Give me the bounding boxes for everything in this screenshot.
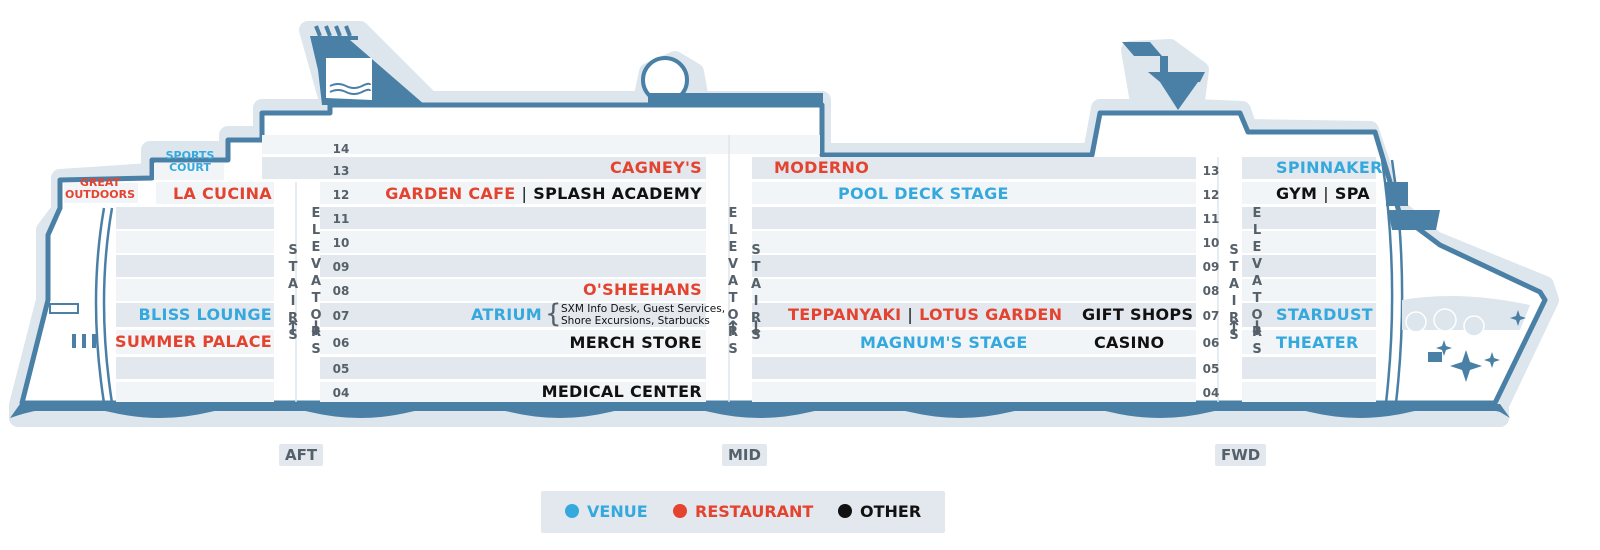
splash-academy-label: SPLASH ACADEMY xyxy=(533,184,702,203)
deck-number-fwd: 05 xyxy=(1202,362,1220,376)
mid-tag: MID xyxy=(722,444,767,466)
cagneys-label: CAGNEY'S xyxy=(610,158,702,177)
aft-elevators-down-arrow-icon: ↓ xyxy=(307,316,325,340)
bridge-windows xyxy=(1386,182,1440,230)
great-outdoors-label: GREAT OUTDOORS xyxy=(64,176,135,201)
restaurant-dot-icon xyxy=(673,504,687,518)
shaft-lines xyxy=(295,135,1219,402)
bliss-lounge-label: BLISS LOUNGE xyxy=(138,305,272,324)
deck-number-fwd: 06 xyxy=(1202,336,1220,350)
deck-number-mid: 06 xyxy=(332,336,350,350)
medical-center-label: MEDICAL CENTER xyxy=(541,382,702,401)
spa-label: SPA xyxy=(1334,184,1370,203)
gym-label: GYM xyxy=(1276,184,1318,203)
deck-number-fwd: 07 xyxy=(1202,309,1220,323)
fwd-tag: FWD xyxy=(1215,444,1267,466)
deck-number-fwd: 10 xyxy=(1202,236,1220,250)
deck12-mid-row: GARDEN CAFE | SPLASH ACADEMY xyxy=(385,184,702,204)
deck12-fwd-row: GYM | SPA xyxy=(1276,184,1370,204)
deck-number-fwd: 13 xyxy=(1202,164,1220,178)
divider: | xyxy=(521,184,528,203)
aft-tag: AFT xyxy=(279,444,324,466)
ship-mast xyxy=(1122,42,1205,110)
deck-number-mid: 13 xyxy=(332,164,350,178)
stardust-label: STARDUST xyxy=(1276,305,1374,324)
atrium-services-note: SXM Info Desk, Guest Services,Shore Excu… xyxy=(561,303,726,327)
logo-waves xyxy=(329,82,371,95)
ship-hull-outline xyxy=(19,102,1548,406)
sports-court-label: SPORTS COURT xyxy=(165,149,215,174)
spinnaker-label: SPINNAKER xyxy=(1276,158,1383,177)
deck-number-mid: 04 xyxy=(332,386,350,400)
deck-number-mid: 09 xyxy=(332,260,350,274)
bow-bubbles xyxy=(1405,308,1485,337)
other-dot-icon xyxy=(838,504,852,518)
theater-label: THEATER xyxy=(1276,333,1359,352)
lotus-garden-label: LOTUS GARDEN xyxy=(919,305,1063,324)
fwd-elevators-down-arrow-icon: ↓ xyxy=(1248,316,1266,340)
ncl-logo: NCL xyxy=(329,62,369,82)
atrium-brace: { xyxy=(545,299,562,329)
deck-number-mid: 05 xyxy=(332,362,350,376)
stern-window xyxy=(49,303,79,314)
fwd-stairs-up-arrow-icon: ↑ xyxy=(1225,316,1243,340)
deck-bands xyxy=(64,135,1376,402)
deck-number-mid: 10 xyxy=(332,236,350,250)
magnums-stage-label: MAGNUM'S STAGE xyxy=(860,333,1028,352)
atrium-label: ATRIUM xyxy=(470,305,542,324)
deck-number-mid: 12 xyxy=(332,188,350,202)
stern-curve xyxy=(94,207,114,404)
deck-number-fwd: 04 xyxy=(1202,386,1220,400)
waterline xyxy=(20,404,1500,411)
venue-dot-icon xyxy=(565,504,579,518)
garden-cafe-label: GARDEN CAFE xyxy=(385,184,516,203)
aft-stairs-up-arrow-icon: ↑ xyxy=(284,316,302,340)
pool-deck-stage-label: POOL DECK STAGE xyxy=(838,184,1009,203)
deck7-center-row: TEPPANYAKI | LOTUS GARDEN xyxy=(788,305,1062,325)
legend-restaurant: RESTAURANT xyxy=(673,502,813,522)
divider: | xyxy=(1323,184,1329,203)
merch-store-label: MERCH STORE xyxy=(569,333,702,352)
deck-number-mid: 07 xyxy=(332,309,350,323)
summer-palace-label: SUMMER PALACE xyxy=(115,332,272,351)
deck-number-mid: 14 xyxy=(332,142,350,156)
teppanyaki-label: TEPPANYAKI xyxy=(788,305,902,324)
moderno-label: MODERNO xyxy=(774,158,870,177)
legend-venue: VENUE xyxy=(565,502,648,522)
deck-number-fwd: 09 xyxy=(1202,260,1220,274)
la-cucina-label: LA CUCINA xyxy=(172,184,272,203)
deck-number-mid: 08 xyxy=(332,284,350,298)
deck-number-mid: 11 xyxy=(332,212,350,226)
casino-label: CASINO xyxy=(1094,333,1165,352)
mid-elevators-up-arrow-icon: ↑ xyxy=(724,316,742,340)
mid-stairs-down-arrow-icon: ↓ xyxy=(747,316,765,340)
divider: | xyxy=(907,305,914,324)
deck-number-fwd: 11 xyxy=(1202,212,1220,226)
deck-number-fwd: 08 xyxy=(1202,284,1220,298)
deck-number-fwd: 12 xyxy=(1202,188,1220,202)
gift-shops-label: GIFT SHOPS xyxy=(1082,305,1194,324)
dome-base xyxy=(648,93,823,107)
stern-vents xyxy=(72,334,96,348)
bow-stars xyxy=(1428,310,1526,382)
legend-other: OTHER xyxy=(838,502,921,522)
osheehans-label: O'SHEEHANS xyxy=(583,280,702,299)
funnel-vents xyxy=(314,25,352,37)
legend: VENUE RESTAURANT OTHER xyxy=(541,491,945,533)
